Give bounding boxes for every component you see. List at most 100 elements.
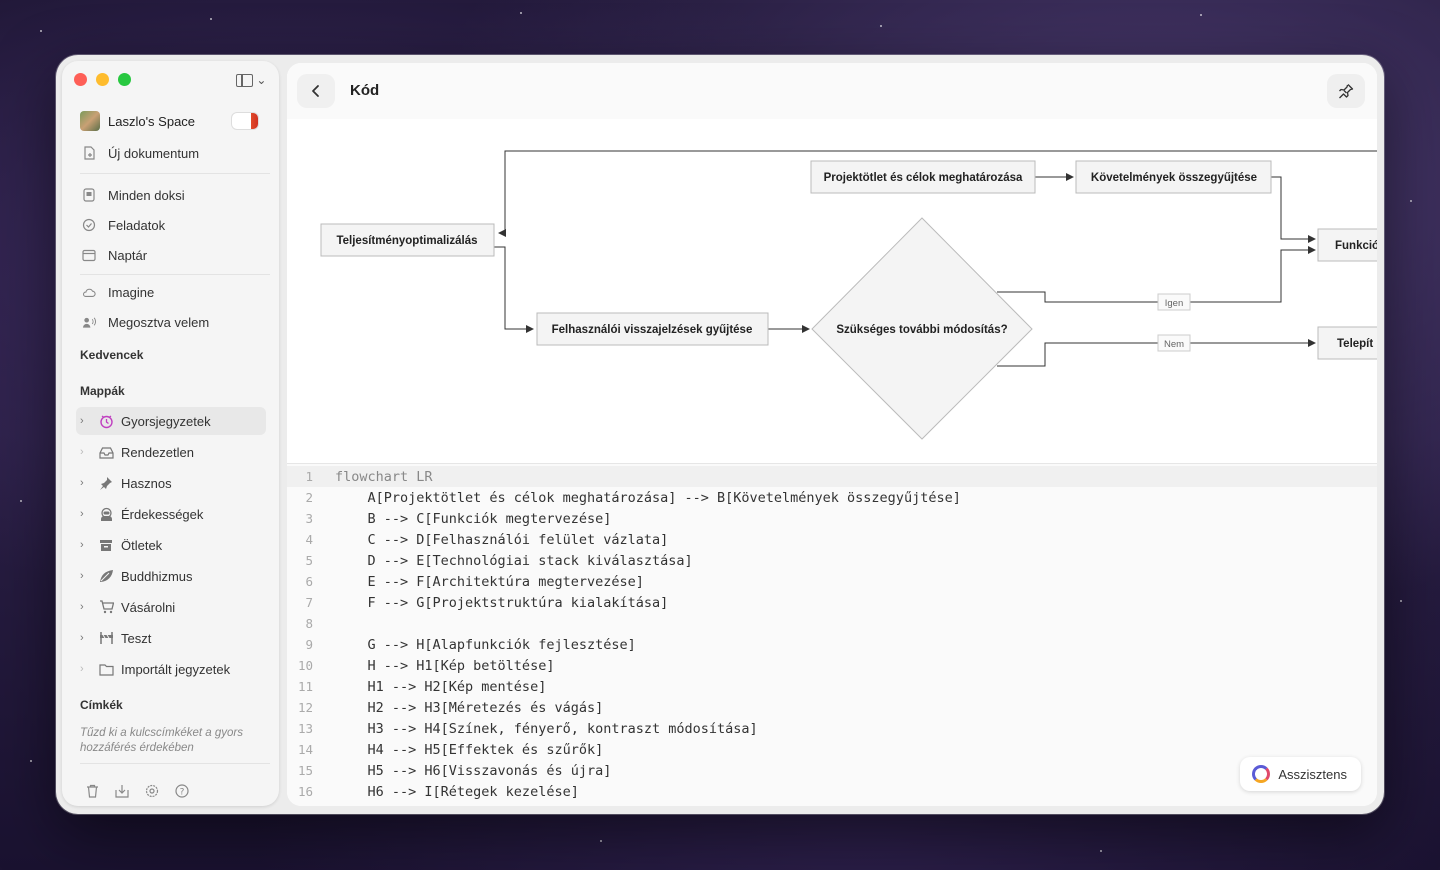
code-line[interactable]: 9 G --> H[Alapfunkciók fejlesztése] [287,634,1377,655]
flow-node-c[interactable] [1317,228,1377,262]
code-line[interactable]: 15 H5 --> H6[Visszavonás és újra] [287,760,1377,781]
flow-node-b[interactable] [1075,160,1272,194]
code-text: H3 --> H4[Színek, fényerő, kontraszt mód… [335,720,758,737]
folder-item[interactable]: › Érdekességek [76,500,266,528]
folder-label: Ötletek [121,537,163,553]
cloud-icon [82,285,96,299]
svg-text:?: ? [180,788,185,798]
chevron-right-icon[interactable]: › [80,508,84,520]
code-line[interactable]: 8 [287,613,1377,634]
new-document-label: Új dokumentum [108,145,200,161]
chevron-right-icon[interactable]: › [80,477,84,489]
cart-icon [98,599,114,615]
sidebar-toggle-icon[interactable]: ⌄ [236,73,266,88]
folder-item[interactable]: › Buddhizmus [76,562,266,590]
chevron-right-icon[interactable]: › [80,601,84,613]
code-text: H --> H1[Kép betöltése] [335,657,555,674]
code-text: H5 --> H6[Visszavonás és újra] [335,762,612,779]
sidebar-item-label: Imagine [108,284,155,300]
sidebar-item-tasks[interactable]: Feladatok [82,212,165,238]
folder-label: Importált jegyzetek [121,661,231,677]
edge-label: Nem [1164,339,1184,350]
line-number: 15 [297,763,313,778]
zoom-window-button[interactable] [118,73,131,86]
folder-item[interactable]: › Ötletek [76,531,266,559]
code-line[interactable]: 13 H3 --> H4[Színek, fényerő, kontraszt … [287,718,1377,739]
chevron-right-icon[interactable]: › [80,632,84,644]
edge-label: Igen [1165,298,1184,309]
pin-button[interactable] [1327,74,1365,108]
chevron-right-icon[interactable]: › [80,539,84,551]
tags-heading[interactable]: Címkék [80,698,123,712]
code-line[interactable]: 16 H6 --> I[Rétegek kezelése] [287,781,1377,802]
folder-label: Hasznos [121,475,172,491]
page-title: Kód [350,82,380,99]
flow-node-feedback[interactable] [536,312,769,346]
help-icon[interactable]: ? [174,783,190,799]
line-number: 5 [305,553,313,568]
code-text: C --> D[Felhasználói felület vázlata] [335,531,669,548]
minimize-window-button[interactable] [96,73,109,86]
sidebar-item-shared[interactable]: Megosztva velem [82,309,209,335]
back-button[interactable] [297,74,335,108]
chevron-right-icon[interactable]: › [80,663,84,675]
sidebar-item-label: Megosztva velem [108,314,210,330]
workspace-name: Laszlo's Space [108,113,196,129]
folder-item[interactable]: › Hasznos [76,469,266,497]
code-line[interactable]: 5 D --> E[Technológiai stack kiválasztás… [287,550,1377,571]
import-icon[interactable] [114,783,130,799]
line-number: 12 [297,700,313,715]
folders-heading[interactable]: Mappák [80,384,125,398]
sidebar-item-imagine[interactable]: Imagine [82,279,154,305]
sidebar-item-calendar[interactable]: Naptár [82,242,147,268]
line-number: 11 [297,679,313,694]
settings-icon[interactable] [144,783,160,799]
app-window: ⌄ Laszlo's Space Új dokumentum Minden do… [56,55,1384,814]
chevron-right-icon[interactable]: › [80,415,84,427]
code-line[interactable]: 10 H --> H1[Kép betöltése] [287,655,1377,676]
code-text: H6 --> I[Rétegek kezelése] [335,783,579,800]
barrier-icon [98,630,114,646]
code-line[interactable]: 2 A[Projektötlet és célok meghatározása]… [287,487,1377,508]
line-number: 10 [297,658,313,673]
code-line[interactable]: 12 H2 --> H3[Méretezés és vágás] [287,697,1377,718]
code-text: D --> E[Technológiai stack kiválasztása] [335,552,693,569]
divider [80,274,270,275]
flow-decision[interactable] [811,217,1033,440]
folder-item[interactable]: › Vásárolni [76,593,266,621]
folder-item[interactable]: › Gyorsjegyzetek [76,407,266,435]
code-line[interactable]: 14 H4 --> H5[Effektek és szűrők] [287,739,1377,760]
assistant-icon [1252,765,1271,783]
sidebar-item-label: Minden doksi [108,187,185,203]
chevron-right-icon[interactable]: › [80,570,84,582]
theme-toggle[interactable] [232,113,258,129]
divider [80,763,270,764]
new-document-icon [82,146,96,160]
trash-icon[interactable] [84,783,100,799]
folder-item[interactable]: › Importált jegyzetek [76,655,266,683]
flowchart-preview[interactable]: Projektötlet és célok meghatározása Köve… [287,119,1377,463]
code-line[interactable]: 7 F --> G[Projektstruktúra kialakítása] [287,592,1377,613]
new-document-button[interactable]: Új dokumentum [82,140,199,166]
flow-node-perf[interactable] [320,223,495,257]
close-window-button[interactable] [74,73,87,86]
folder-item[interactable]: › Rendezetlen [76,438,266,466]
flow-node-a[interactable] [810,160,1036,194]
workspace-switcher[interactable]: Laszlo's Space [80,107,270,135]
folder-label: Buddhizmus [121,568,193,584]
folder-item[interactable]: › Teszt [76,624,266,652]
sidebar-item-all-docs[interactable]: Minden doksi [82,182,185,208]
favorites-heading[interactable]: Kedvencek [80,348,144,362]
pin-icon [1339,84,1354,99]
chevron-right-icon[interactable]: › [80,446,84,458]
line-number: 9 [305,637,313,652]
code-line[interactable]: 3 B --> C[Funkciók megtervezése] [287,508,1377,529]
code-line[interactable]: 6 E --> F[Architektúra megtervezése] [287,571,1377,592]
assistant-label: Asszisztens [1278,766,1347,782]
flow-node-deploy[interactable] [1317,326,1377,360]
code-line[interactable]: 11 H1 --> H2[Kép mentése] [287,676,1377,697]
assistant-button[interactable]: Asszisztens [1240,757,1361,791]
code-line[interactable]: 4 C --> D[Felhasználói felület vázlata] [287,529,1377,550]
